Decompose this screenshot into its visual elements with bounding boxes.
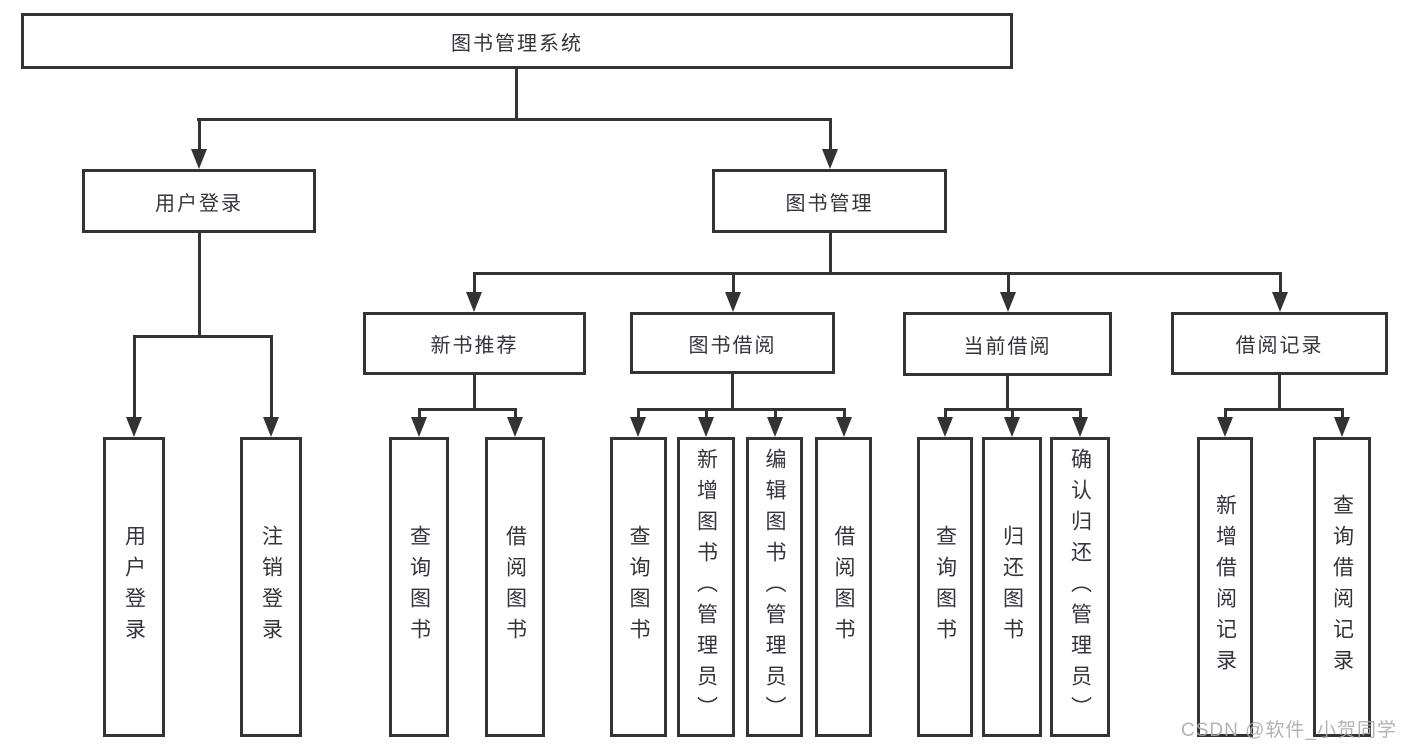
- borrow-records-stem-line: [1278, 375, 1281, 411]
- book-management-branch-bar: [473, 272, 1282, 275]
- arrow-line: [843, 408, 846, 419]
- node-book-borrow-label: 图书借阅: [688, 334, 777, 357]
- leaf-borrow-query-books: 查询图书: [610, 437, 667, 737]
- arrow-line: [514, 408, 517, 419]
- arrow-head: [698, 417, 714, 437]
- arrow-line: [198, 118, 201, 151]
- node-book-management-label: 图书管理: [785, 192, 874, 215]
- current-borrow-stem-line: [1006, 376, 1009, 411]
- arrow-head: [1004, 417, 1020, 437]
- leaf-newbook-borrow-books: 借阅图书: [485, 437, 545, 737]
- arrow-line: [133, 335, 136, 419]
- book-management-stem-line: [829, 233, 832, 274]
- leaf-add-borrow-record-label: 新增借阅记录: [1213, 494, 1237, 680]
- arrow-line: [418, 408, 421, 419]
- arrow-head: [1334, 417, 1350, 437]
- node-root: 图书管理系统: [21, 13, 1013, 69]
- leaf-borrow-books: 借阅图书: [815, 437, 872, 737]
- arrow-head: [1000, 292, 1016, 312]
- leaf-add-books-admin-label: 新增图书（管理员）: [694, 447, 718, 727]
- node-user-login: 用户登录: [82, 169, 316, 233]
- arrow-head: [630, 417, 646, 437]
- arrow-head: [1072, 417, 1088, 437]
- csdn-watermark: CSDN @软件_小贺同学: [1181, 720, 1397, 741]
- leaf-current-query-books: 查询图书: [917, 437, 973, 737]
- user-login-stem-line: [198, 233, 201, 335]
- arrow-line: [705, 408, 708, 419]
- arrow-head: [411, 417, 427, 437]
- arrow-line: [473, 272, 476, 294]
- leaf-user-login: 用户登录: [103, 437, 165, 737]
- arrow-head: [937, 417, 953, 437]
- new-book-branch-bar: [418, 408, 517, 411]
- leaf-edit-books-admin: 编辑图书（管理员）: [746, 437, 803, 737]
- leaf-query-borrow-record-label: 查询借阅记录: [1330, 494, 1354, 680]
- node-current-borrow: 当前借阅: [903, 312, 1112, 376]
- leaf-current-query-books-label: 查询图书: [933, 525, 957, 649]
- arrow-line: [829, 118, 832, 151]
- node-book-management: 图书管理: [712, 169, 947, 233]
- leaf-borrow-books-label: 借阅图书: [832, 525, 855, 649]
- arrow-head: [767, 417, 783, 437]
- leaf-add-books-admin: 新增图书（管理员）: [677, 437, 735, 737]
- arrow-head: [1217, 417, 1233, 437]
- arrow-line: [732, 272, 735, 294]
- arrow-head: [126, 417, 142, 437]
- arrow-line: [944, 408, 947, 419]
- user-login-branch-bar: [133, 335, 273, 338]
- arrow-head: [507, 417, 523, 437]
- arrow-head: [1272, 292, 1288, 312]
- arrow-head: [191, 149, 207, 169]
- root-stem-line: [515, 69, 518, 118]
- leaf-newbook-query-books-label: 查询图书: [407, 525, 431, 649]
- leaf-user-login-label: 用户登录: [122, 525, 146, 649]
- leaf-newbook-query-books: 查询图书: [389, 437, 449, 737]
- new-book-stem-line: [473, 375, 476, 411]
- leaf-edit-books-admin-label: 编辑图书（管理员）: [763, 447, 786, 727]
- book-borrow-branch-bar: [637, 408, 845, 411]
- leaf-newbook-borrow-books-label: 借阅图书: [503, 525, 527, 649]
- leaf-logout: 注销登录: [240, 437, 302, 737]
- node-book-borrow: 图书借阅: [630, 312, 835, 374]
- leaf-query-borrow-record: 查询借阅记录: [1313, 437, 1371, 737]
- node-user-login-label: 用户登录: [155, 192, 243, 215]
- arrow-line: [1224, 408, 1227, 419]
- node-borrow-records-label: 借阅记录: [1235, 335, 1324, 357]
- leaf-logout-label: 注销登录: [259, 525, 283, 649]
- arrow-head: [263, 417, 279, 437]
- arrow-line: [1007, 272, 1010, 294]
- book-borrow-stem-line: [731, 374, 734, 411]
- arrow-line: [1279, 272, 1282, 294]
- arrow-head: [836, 417, 852, 437]
- arrow-head: [725, 292, 741, 312]
- arrow-line: [774, 408, 777, 419]
- arrow-line: [1011, 408, 1014, 419]
- node-current-borrow-label: 当前借阅: [963, 335, 1052, 358]
- arrow-head: [466, 292, 482, 312]
- root-branch-bar: [197, 118, 832, 121]
- leaf-add-borrow-record: 新增借阅记录: [1197, 437, 1253, 737]
- arrow-head: [822, 149, 838, 169]
- arrow-line: [637, 408, 640, 419]
- arrow-line: [270, 335, 273, 419]
- leaf-confirm-return-admin: 确认归还（管理员）: [1050, 437, 1110, 737]
- leaf-borrow-query-books-label: 查询图书: [627, 525, 650, 649]
- borrow-records-branch-bar: [1224, 408, 1344, 411]
- leaf-return-books: 归还图书: [982, 437, 1042, 737]
- node-new-book-recommend: 新书推荐: [363, 312, 586, 375]
- node-borrow-records: 借阅记录: [1171, 312, 1388, 375]
- leaf-confirm-return-admin-label: 确认归还（管理员）: [1068, 447, 1092, 727]
- arrow-line: [1341, 408, 1344, 419]
- node-root-label: 图书管理系统: [451, 32, 583, 55]
- node-new-book-recommend-label: 新书推荐: [430, 335, 519, 357]
- arrow-line: [1079, 408, 1082, 419]
- leaf-return-books-label: 归还图书: [1000, 525, 1024, 649]
